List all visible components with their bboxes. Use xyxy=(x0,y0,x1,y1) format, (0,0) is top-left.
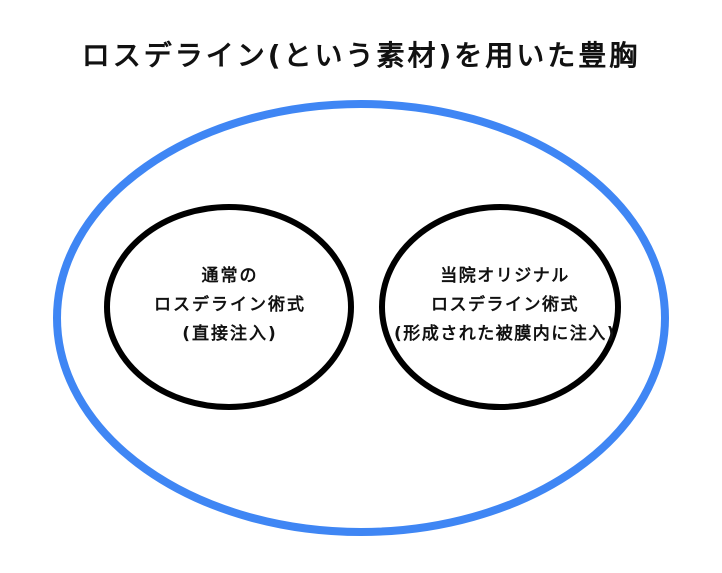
right-label-line-3: (形成された被膜内に注入) xyxy=(393,324,617,344)
right-label-line-1: 当院オリジナル xyxy=(440,266,570,286)
right-circle-label: 当院オリジナル ロスデライン術式 (形成された被膜内に注入) xyxy=(345,262,665,349)
left-label-line-2: ロスデライン術式 xyxy=(154,295,306,315)
page-title: ロスデライン(という素材)を用いた豊胸 xyxy=(81,39,641,72)
left-label-line-1: 通常の xyxy=(201,266,259,286)
left-label-line-3: (直接注入) xyxy=(182,324,278,344)
outer-ellipse xyxy=(53,100,669,536)
left-circle xyxy=(104,204,354,410)
right-label-line-2: ロスデライン術式 xyxy=(431,295,579,315)
left-circle-label: 通常の ロスデライン術式 (直接注入) xyxy=(110,262,350,349)
right-circle xyxy=(379,204,621,410)
